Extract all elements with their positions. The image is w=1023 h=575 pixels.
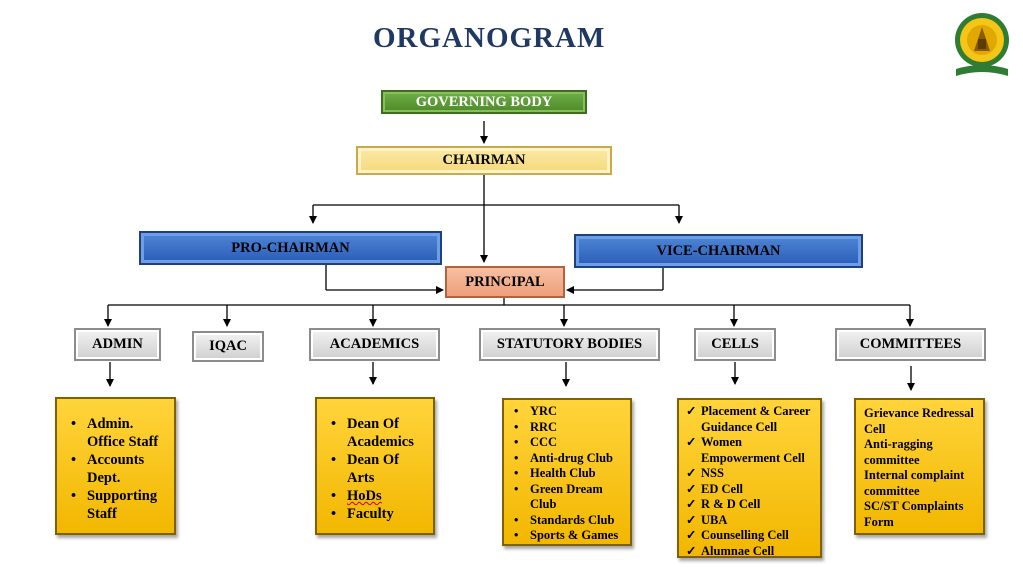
- pro-chairman-node: PRO-CHAIRMAN: [139, 231, 442, 265]
- governing-body-node: GOVERNING BODY: [381, 90, 587, 114]
- college-emblem-icon: [955, 13, 1009, 76]
- list-item: Anti-ragging committee: [864, 437, 933, 467]
- list-item: Green Dream Club: [508, 482, 628, 513]
- list-item: CCC: [508, 435, 628, 451]
- list-item: Health Club: [508, 466, 628, 482]
- principal-node: PRINCIPAL: [445, 266, 565, 298]
- chairman-node: CHAIRMAN: [356, 146, 612, 175]
- list-item: Dean Of Arts: [325, 451, 429, 487]
- list-item: Supporting Staff: [65, 487, 168, 523]
- list-item: Standards Club: [508, 513, 628, 529]
- list-item: UBA: [686, 513, 818, 529]
- page-title: ORGANOGRAM: [373, 22, 606, 54]
- list-item: Women Empowerment Cell: [686, 435, 818, 466]
- academics-details-box: Dean Of Academics Dean Of Arts HoDs Facu…: [315, 397, 435, 535]
- cells-details-box: Placement & Career Guidance Cell Women E…: [677, 398, 822, 560]
- list-item: SC/ST Complaints Form: [864, 499, 964, 529]
- list-item: YRC: [508, 404, 628, 420]
- list-item: Anti-drug Club: [508, 451, 628, 467]
- admin-node: ADMIN: [74, 328, 161, 361]
- list-item: Alumnae Cell: [686, 544, 818, 560]
- list-item: Placement & Career Guidance Cell: [686, 404, 818, 435]
- list-item: RRC: [508, 420, 628, 436]
- admin-details-box: Admin. Office Staff Accounts Dept. Suppo…: [55, 397, 176, 535]
- committees-node: COMMITTEES: [835, 328, 986, 361]
- list-item: Admin. Office Staff: [65, 415, 168, 451]
- list-item-text: HoDs: [347, 488, 382, 504]
- list-item: R & D Cell: [686, 497, 818, 513]
- list-item: HoDs: [325, 487, 429, 505]
- list-item: Dean Of Academics: [325, 415, 429, 451]
- vice-chairman-node: VICE-CHAIRMAN: [574, 234, 863, 268]
- list-item: Grievance Redressal Cell: [864, 406, 974, 436]
- academics-node: ACADEMICS: [309, 328, 440, 361]
- iqac-node: IQAC: [192, 331, 264, 362]
- cells-node: CELLS: [694, 328, 776, 361]
- list-item: Faculty: [325, 505, 429, 523]
- list-item: Internal complaint committee: [864, 468, 965, 498]
- list-item: Sports & Games: [508, 528, 628, 544]
- list-item: ED Cell: [686, 482, 818, 498]
- statutory-bodies-details-box: YRC RRC CCC Anti-drug Club Health Club G…: [502, 398, 632, 546]
- committees-details-box: Grievance Redressal Cell Anti-ragging co…: [854, 398, 985, 535]
- statutory-bodies-node: STATUTORY BODIES: [479, 328, 660, 361]
- list-item: Counselling Cell: [686, 528, 818, 544]
- list-item: NSS: [686, 466, 818, 482]
- list-item: Accounts Dept.: [65, 451, 168, 487]
